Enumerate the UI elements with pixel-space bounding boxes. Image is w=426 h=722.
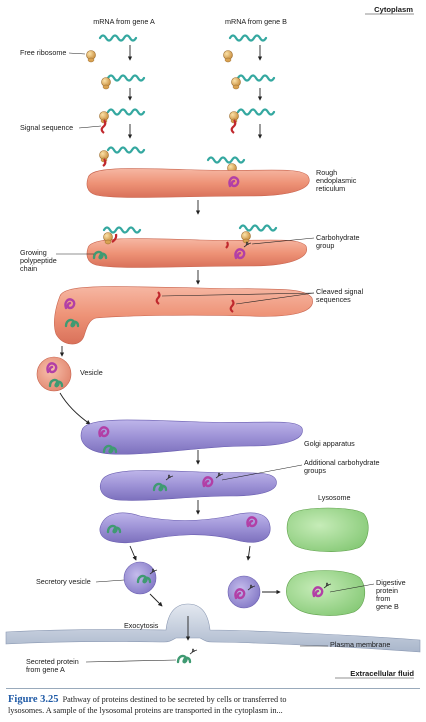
mrna-a-strand xyxy=(98,34,138,42)
vesicle-label: Vesicle xyxy=(80,368,103,377)
lysosome-top xyxy=(286,507,369,552)
mrna-b-strand xyxy=(228,34,268,42)
plasma-membrane-label: Plasma membrane xyxy=(330,640,390,649)
lysosome-label: Lysosome xyxy=(318,493,351,502)
carbohydrate-label-1: Carbohydrate xyxy=(316,233,360,242)
digestive-label-3: from xyxy=(376,594,390,603)
secreted-protein xyxy=(176,654,192,664)
lysosome-bottom xyxy=(286,570,366,616)
carbohydrate-label-2: group xyxy=(316,241,334,250)
rough-er-label-1: Rough xyxy=(316,168,337,177)
rough-er-1 xyxy=(86,168,310,198)
growing-chain-label-2: polypeptide xyxy=(20,256,57,265)
er-vesicle xyxy=(36,356,72,392)
digestive-label-1: Digestive xyxy=(376,578,406,587)
digestive-label-2: protein xyxy=(376,586,398,595)
caption-rule xyxy=(6,688,420,689)
secreted-protein-label-2: from gene A xyxy=(26,665,65,674)
cleaved-signal-label-1: Cleaved signal xyxy=(316,287,364,296)
secreted-protein-label-1: Secreted protein xyxy=(26,657,79,666)
free-ribosome-a xyxy=(86,50,96,63)
mrna-gene-b-label: mRNA from gene B xyxy=(225,17,287,26)
caption-text: Pathway of proteins destined to be secre… xyxy=(62,695,287,704)
rough-er-label-2: endoplasmic xyxy=(316,176,357,185)
rough-er-label-3: reticulum xyxy=(316,184,345,193)
free-ribosome-b xyxy=(223,50,233,63)
growing-chain-label-3: chain xyxy=(20,264,37,273)
extracellular-label: Extracellular fluid xyxy=(350,669,414,678)
secretory-vesicle-label: Secretory vesicle xyxy=(36,577,91,586)
additional-carb-label-2: groups xyxy=(304,466,326,475)
plasma-membrane xyxy=(5,603,421,653)
exocytosis-label: Exocytosis xyxy=(124,621,159,630)
digestive-label-4: gene B xyxy=(376,602,399,611)
growing-chain-label-1: Growing xyxy=(20,248,47,257)
additional-carb-label-1: Additional carbohydrate xyxy=(304,458,380,467)
free-ribosome-label: Free ribosome xyxy=(20,48,66,57)
signal-sequence-label: Signal sequence xyxy=(20,123,73,132)
golgi-cisterna-1 xyxy=(80,419,303,455)
cleaved-signal-label-2: sequences xyxy=(316,295,351,304)
golgi-label: Golgi apparatus xyxy=(304,439,355,448)
caption-text-2: lysosomes. A sample of the lysosomal pro… xyxy=(8,706,283,715)
cytoplasm-label: Cytoplasm xyxy=(374,5,413,14)
figure-number: Figure 3.25 xyxy=(8,694,59,705)
mrna-gene-a-label: mRNA from gene A xyxy=(93,17,155,26)
